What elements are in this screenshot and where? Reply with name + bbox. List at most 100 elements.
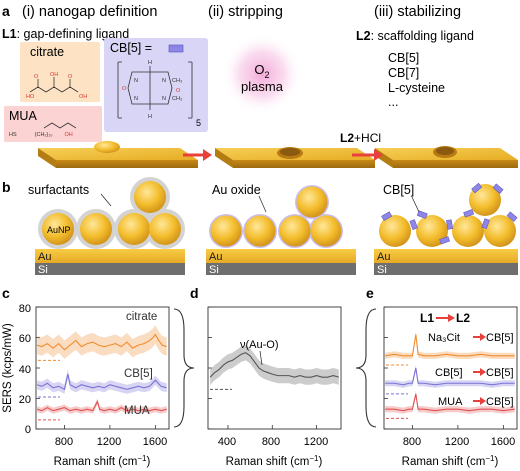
aunp-cluster-oxide: [209, 185, 343, 248]
au-oxide-pointer: [258, 195, 267, 213]
citrate-structure: [29, 77, 79, 93]
mua-label: MUA: [9, 109, 37, 123]
svg-text:HO: HO: [26, 94, 35, 100]
y-tick-label: 40: [19, 364, 31, 376]
step-arrow-2: [352, 149, 383, 161]
step-1-title: (i) nanogap definition: [22, 4, 157, 20]
cb5-pointer: [411, 196, 420, 213]
surfactants-pointer: [100, 193, 112, 207]
row-label-left: Na₃Cit: [428, 332, 460, 344]
gold-slab-3: [375, 146, 518, 168]
x-tick-label: 1200: [97, 436, 121, 448]
row-label-right: CB[5]: [486, 332, 514, 344]
plasma-label: plasma: [241, 79, 284, 94]
row-label-left: MUA: [438, 396, 463, 408]
svg-text:N: N: [134, 78, 138, 84]
gold-slab-2: [215, 147, 375, 168]
cb5-subscript: 5: [196, 118, 201, 128]
au-label: Au: [377, 251, 390, 263]
row-label-right: CB[5]: [486, 367, 514, 379]
row-label-right: CB[5]: [486, 396, 514, 408]
y-tick-label: 80: [19, 303, 31, 315]
row-label-left: CB[5]: [435, 367, 463, 379]
panel-c-letter: c: [2, 285, 10, 301]
chart-e-xticks: 800 1200 1600: [403, 436, 515, 448]
chart-e-header-arrow: [436, 314, 455, 322]
series-label-cb5: CB[5]: [124, 368, 153, 380]
svg-text:N: N: [134, 96, 138, 102]
panel-a-letter: a: [2, 3, 10, 19]
series-line: [385, 393, 515, 412]
series-line: [209, 352, 339, 378]
si-label: Si: [209, 264, 219, 276]
substrate-b3: [374, 249, 518, 275]
svg-text:OH: OH: [50, 72, 58, 78]
y-tick-label: 0: [25, 424, 31, 436]
series-label-citrate: citrate: [126, 311, 157, 323]
cb5-equals: =: [141, 41, 152, 55]
x-tick-label: 400: [218, 436, 236, 448]
x-tick-label: 800: [262, 436, 280, 448]
l1-text: : gap-defining ligand: [17, 27, 130, 41]
chart-d-annotation-pointer: [259, 350, 263, 366]
x-tick-label: 1200: [445, 436, 469, 448]
si-label: Si: [38, 264, 48, 276]
svg-text:L1: L1: [420, 311, 434, 325]
svg-text:CH₃: CH₃: [172, 96, 182, 102]
chart-c-xlabel: Raman shift (cm−1): [54, 454, 151, 468]
series-line: [385, 367, 515, 386]
citrate-label: citrate: [30, 45, 64, 59]
cb5-label-b: CB[5]: [383, 183, 414, 197]
l2-item: ...: [388, 95, 398, 109]
chart-e-header: L1 L2: [420, 311, 470, 325]
au-label: Au: [209, 251, 222, 263]
l1-prefix: L1: [2, 27, 17, 41]
chart-c-ylabel: SERS (kcps/mW): [2, 323, 14, 413]
aunp-cluster-cb5: [379, 184, 516, 247]
svg-text:H: H: [148, 60, 152, 66]
citrate-box: [20, 42, 100, 102]
si-label: Si: [377, 264, 387, 276]
step-arrow-1: [183, 149, 212, 161]
chart-d-xticks: 400 800 1200: [218, 436, 328, 448]
surfactants-label: surfactants: [28, 183, 89, 197]
au-label: Au: [38, 251, 51, 263]
cb5-molecules: [381, 182, 518, 245]
svg-text:N: N: [162, 78, 166, 84]
series-line: [36, 400, 167, 412]
substrate-b2: [206, 249, 356, 275]
l2-hcl-label: L2+HCl: [340, 131, 381, 145]
chart-e-xlabel: Raman shift (cm−1): [402, 454, 499, 468]
cb5-box: [104, 38, 208, 132]
svg-text:O: O: [68, 74, 73, 80]
panel-e-letter: e: [366, 285, 374, 301]
gold-slab-1: [38, 141, 198, 168]
series-band: [210, 345, 339, 385]
cb5-name: CB[5]: [110, 41, 141, 55]
cb5-structure: [117, 61, 193, 119]
substrate-b1: [35, 249, 185, 275]
chart-e-row-labels: Na₃Cit CB[5] CB[5] CB[5] MUA CB[5]: [428, 332, 514, 408]
plasma-o2-label: O2: [254, 62, 269, 80]
au-oxide-label: Au oxide: [212, 183, 261, 197]
cb5-box-label: CB[5] =: [110, 41, 152, 55]
aunp-label: AuNP: [47, 225, 71, 235]
x-tick-label: 1600: [143, 436, 167, 448]
chart-c-xticks: 800 1200 1600: [55, 436, 167, 448]
x-tick-label: 800: [403, 436, 421, 448]
x-tick-label: 1600: [491, 436, 515, 448]
y-tick-label: 60: [19, 333, 31, 345]
svg-text:CH₃: CH₃: [172, 78, 182, 84]
chart-d: [208, 306, 339, 430]
chart-c: [36, 306, 167, 430]
svg-text:O: O: [176, 88, 181, 94]
svg-text:O: O: [122, 86, 127, 92]
svg-text:N: N: [162, 96, 166, 102]
svg-text:O: O: [34, 74, 39, 80]
mua-structure: [43, 122, 77, 129]
svg-text:H: H: [148, 114, 152, 120]
chart-e-row-arrows: [473, 333, 486, 405]
aunp-cluster-surfactant: [38, 177, 185, 249]
